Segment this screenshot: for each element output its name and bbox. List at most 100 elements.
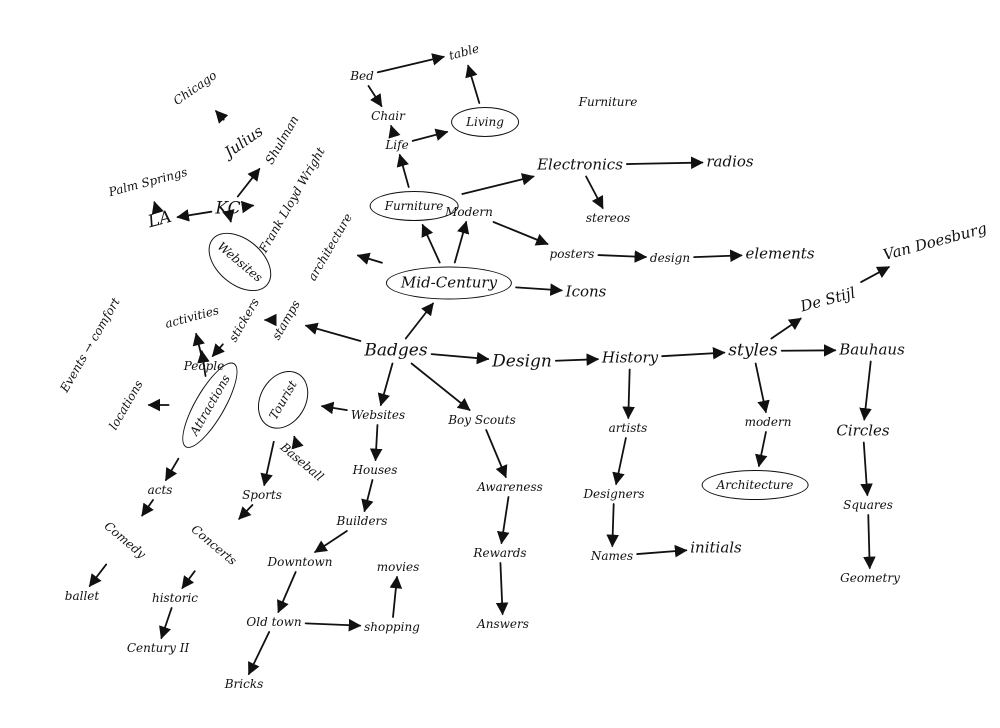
edge-shopping-movies [389,575,403,618]
edge-stickers-people [211,343,225,357]
edge-kc-frank_lloyd_wright [240,200,255,214]
node-design-posters: design [649,251,691,265]
node-furniture: Furniture [369,191,459,221]
edge-badges-design [430,351,490,365]
edge-furniture-life [396,153,410,188]
node-life: Life [385,138,409,152]
node-old-town: Old town [246,615,302,629]
node-styles: styles [728,340,778,361]
node-historic: historic [151,591,199,605]
node-acts: acts [147,483,173,497]
edge-badges-stamps [304,322,362,342]
edge-rewards-answers [495,562,509,616]
edge-sports-concerts [238,504,254,520]
edge-history-styles [661,346,726,360]
node-kc: KC [215,198,241,219]
edge-websites-kc [222,209,235,223]
node-century-ii: Century II [126,641,190,655]
node-icons: Icons [565,282,607,301]
node-sports: Sports [242,488,282,502]
edge-life-living [411,128,449,142]
node-architecture: Architecture [701,470,809,500]
node-chair: Chair [371,109,405,123]
edge-boy_scouts-awareness [485,429,508,479]
edge-awareness-rewards [496,496,510,545]
edge-electronics-stereos [585,175,604,210]
edge-tourist-baseball [291,435,304,450]
edge-oldtown-bricks [247,631,271,676]
edge-artists-designers [612,437,627,486]
node-shopping: shopping [364,620,420,634]
node-furniture-top: Furniture [578,95,638,109]
node-initials: initials [690,538,742,557]
edge-midcentury-architecture_l [356,252,383,265]
edge-websites_b-tourist [320,401,348,415]
node-circles: Circles [836,421,890,440]
edge-midcentury-furniture [421,223,441,264]
edge-comedy-ballet [88,563,108,587]
edge-circles-squares [860,441,873,497]
node-awareness: Awareness [477,480,543,494]
edge-julius-chicago [215,110,229,124]
edge-kc-shulman [236,167,261,198]
node-names: Names [590,549,634,563]
node-answers: Answers [477,617,529,631]
node-design: Design [492,351,552,372]
edge-attractions-acts [164,457,180,482]
node-movies: movies [376,560,420,574]
node-badges: Badges [364,340,428,361]
node-elements: elements [745,244,815,263]
edge-modern_s-architecture [755,431,768,468]
edge-design-history [554,353,600,366]
edge-names-initials [636,544,688,558]
edge-builders-downtown [314,530,348,553]
edge-bauhaus-circles [859,360,872,421]
edge-oldtown-shopping [304,618,362,632]
edge-historic-century_ii [159,607,173,640]
edge-styles-modern_s [754,362,770,414]
edge-bed-table [376,53,445,74]
node-history: History [601,348,659,367]
node-bed: Bed [350,69,374,83]
edge-squares-geometry [863,514,876,570]
node-rewards: Rewards [473,546,527,560]
node-posters: posters [549,247,595,261]
edge-posters-design_p [597,250,648,263]
node-living: Living [451,107,519,137]
node-electronics: Electronics [537,155,623,174]
node-geometry: Geometry [840,571,900,585]
node-downtown: Downtown [267,555,333,569]
edge-styles-de_stijl [770,317,802,340]
edge-history-artists [622,368,635,420]
node-modern-styles: modern [744,415,792,429]
edge-modern-posters [492,221,549,246]
edge-furniture-electronics [461,173,535,195]
node-websites-badges: Websites [350,408,406,422]
node-bricks: Bricks [224,677,264,691]
node-squares: Squares [843,498,893,512]
edge-design_p-elements [693,249,743,263]
node-houses: Houses [352,463,398,477]
edge-acts-comedy [141,499,154,517]
node-ballet: ballet [64,589,100,603]
edge-kc-la [176,209,213,222]
edge-websites_b-houses [369,424,383,462]
edge-houses-builders [361,479,374,513]
node-builders: Builders [336,514,388,528]
node-boy-scouts: Boy Scouts [448,413,516,427]
edge-badges-boy_scouts [410,362,471,411]
edge-designers-names [606,503,619,548]
edge-people-attractions [197,350,210,377]
node-midcentury: Mid-Century [385,266,513,300]
node-stereos: stereos [585,211,631,225]
edge-midcentury-modern [453,220,470,264]
node-people: People [183,359,225,373]
edge-midcentury-icons [515,283,563,296]
node-artists: artists [608,421,648,435]
edge-life-chair [388,124,401,139]
edge-bed-chair [367,85,383,108]
edge-la-palm_springs [151,201,164,215]
node-radios: radios [706,152,754,171]
edge-concerts-historic [181,570,196,590]
